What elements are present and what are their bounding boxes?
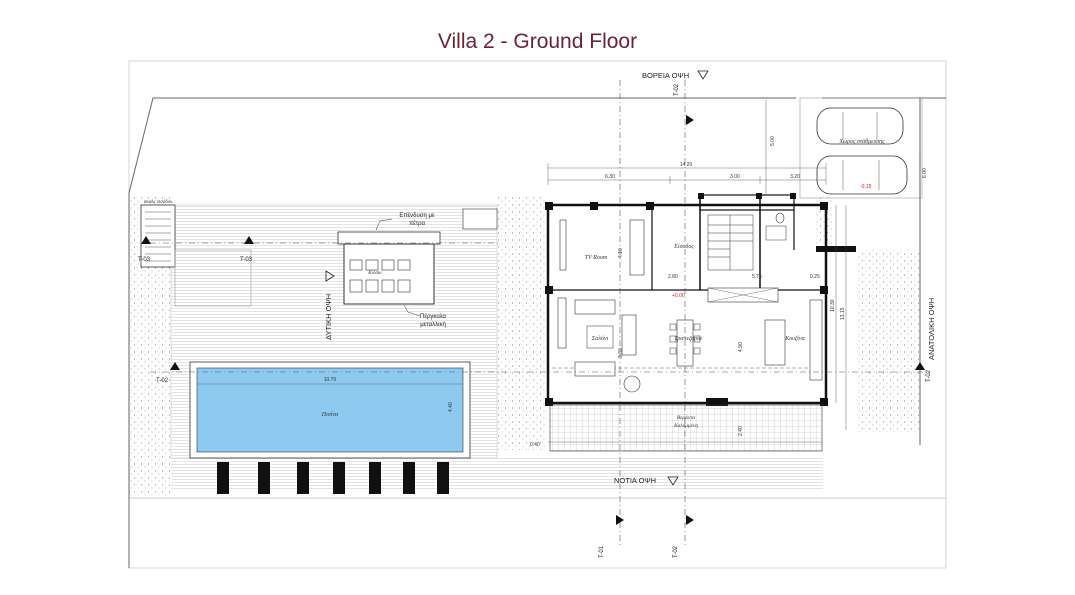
parking-label: Χώρος στάθμευσης: [838, 139, 885, 145]
dining-chairs: [669, 323, 701, 355]
gravel-house-west: [517, 195, 545, 450]
section-t02-left: T-02: [156, 378, 169, 384]
dim-seg3: 3.20: [790, 174, 800, 180]
parking-level: -0.15: [860, 184, 872, 190]
north-elevation-label: ΒΟΡΕΙΑ ΟΨΗ: [642, 71, 689, 80]
gravel-ne: [814, 195, 834, 250]
dim-600: 6.00: [922, 168, 928, 178]
dining-label: Τραπεζαρία: [674, 335, 703, 342]
section-lines: [150, 80, 930, 545]
dim-seg2: 3.00: [730, 174, 740, 180]
steps-label: σκαλς εισόδου: [144, 200, 173, 205]
north-elevation-arrow: [697, 70, 709, 80]
dimension-lines: [547, 100, 921, 443]
dim-575: 5.75: [752, 274, 762, 280]
kitchen-counter: [809, 299, 823, 381]
deck-south: [171, 458, 823, 490]
dim-parking-h: 5.00: [770, 136, 776, 146]
entry-steps: [140, 204, 176, 268]
dim-040: 0.40: [530, 442, 540, 448]
bbq-label-1: Επένδυση με: [399, 212, 435, 219]
dim-tv-h: 4.10: [618, 248, 624, 258]
living-sofa-3: [574, 361, 616, 377]
gravel-mid: [497, 195, 517, 450]
kitchen-label: Κουζίνα: [784, 335, 805, 342]
section-t02-bottom: T-02: [673, 545, 679, 558]
parking-area: [799, 97, 923, 199]
car-2: [816, 155, 908, 195]
west-elevation-label: ΔΥΤΙΚΗ ΟΨΗ: [324, 294, 333, 340]
coffee-table: [586, 325, 614, 349]
tv-room-label: TV Room: [585, 255, 608, 261]
pool-length: 10.70: [324, 377, 337, 383]
pergola: [343, 243, 435, 305]
section-t01-bottom: T-01: [599, 545, 605, 558]
outdoor-shower: [462, 208, 498, 230]
pool-label: Πισίνα: [321, 412, 339, 418]
veranda-label-2: Καλυμμένη: [673, 423, 698, 429]
dim-280: 2.80: [668, 274, 678, 280]
car-1: [816, 107, 904, 145]
house-outline: [546, 203, 828, 405]
gravel-east: [856, 250, 920, 432]
section-t03-left: T-03: [138, 257, 151, 263]
sun-loungers: [217, 462, 449, 494]
plant: [623, 375, 641, 393]
tv-sofa: [629, 219, 645, 276]
east-elevation-label: ΑΝΑΤΟΛΙΚΗ ΟΨΗ: [927, 298, 936, 360]
lawn-box: [174, 249, 252, 307]
veranda-label-1: Βεράντα: [677, 415, 695, 421]
section-markers: [141, 115, 925, 525]
entry-steps-lines: [145, 211, 171, 262]
dim-025: 0.25: [810, 274, 820, 280]
section-t03: T-03: [240, 257, 253, 263]
dim-seg1: 6.30: [605, 174, 615, 180]
living-sofa-4: [621, 314, 637, 356]
kitchen-island: [764, 319, 786, 366]
stair-core: [707, 214, 754, 271]
tv-unit: [559, 219, 567, 271]
dim-total-width: 14.20: [680, 162, 693, 168]
west-elevation-arrow: [325, 270, 335, 282]
dim-veranda-h: 2.40: [738, 426, 744, 436]
dim-total-h: 13.15: [840, 307, 846, 320]
south-elevation-arrow: [667, 476, 679, 486]
veranda: [549, 404, 823, 452]
section-t02-top: T-02: [674, 83, 680, 96]
living-label: Σαλόνι: [591, 336, 609, 342]
bbq-label-2: πέτρα: [409, 220, 426, 227]
house: [546, 194, 828, 405]
pool-width: 4.40: [448, 402, 454, 412]
dim-living-h: 3.30: [618, 348, 624, 358]
entrance-label: Είσοδος: [673, 244, 694, 250]
living-sofa-2: [574, 299, 616, 315]
south-elevation-label: ΝΟΤΙΑ ΟΨΗ: [614, 476, 656, 485]
pergola-label-1: Πέργκολα: [420, 313, 446, 320]
living-sofa-1: [557, 297, 567, 349]
pool-water: [196, 367, 464, 453]
dim-house-h: 10.30: [830, 299, 836, 312]
bbq-counter: [337, 231, 441, 245]
pergola-label-2: μεταλλική: [420, 321, 446, 328]
floor-level: +0.00: [672, 293, 685, 299]
dim-dining-h: 4.90: [738, 342, 744, 352]
pergola-seats: [349, 259, 411, 293]
wc-bowl: [775, 212, 785, 224]
section-t02-right: T-02: [926, 369, 932, 382]
page-title: Villa 2 - Ground Floor: [437, 30, 638, 53]
kiosk-label: Κιόσκι: [367, 271, 382, 276]
